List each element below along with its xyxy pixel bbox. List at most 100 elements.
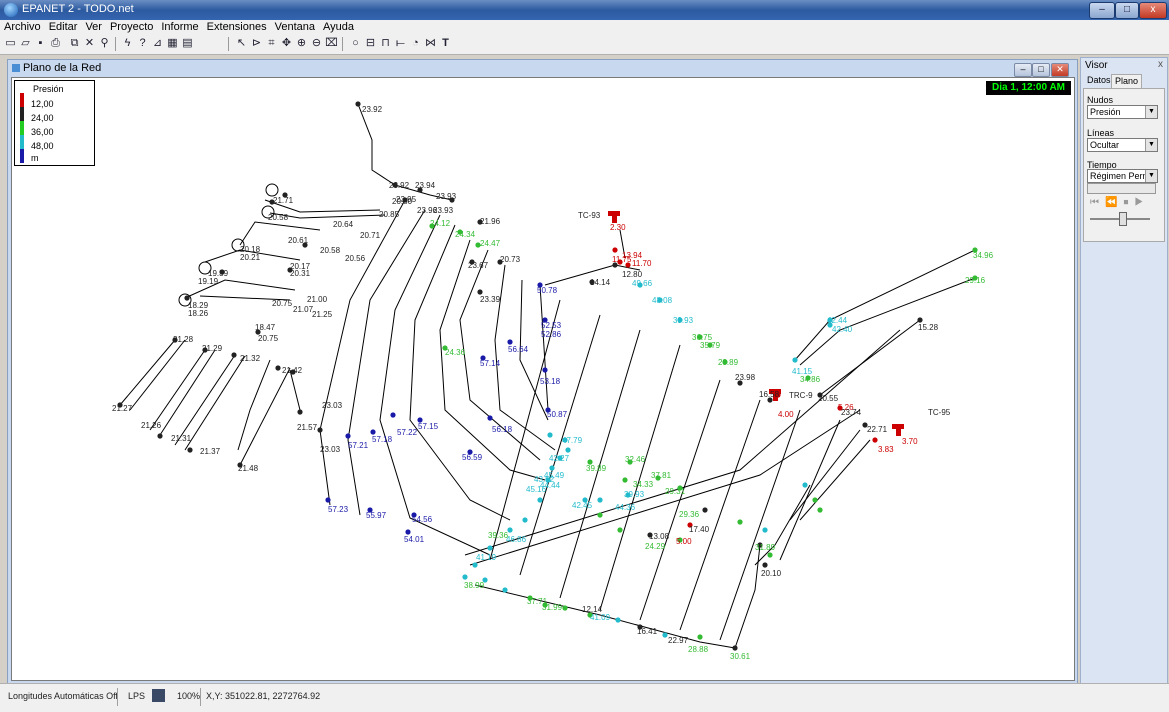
full-extent-icon[interactable]: ⌧ [325, 37, 338, 49]
links-select[interactable]: Ocultar▼ [1087, 138, 1158, 152]
node-label: 54.01 [404, 535, 425, 544]
node-label: 46.86 [506, 535, 527, 544]
map-maximize-button[interactable]: □ [1032, 63, 1050, 77]
animation-controls[interactable]: ⏮⏪⏹▶ [1090, 197, 1150, 208]
node-label: 20.10 [761, 569, 782, 578]
node-label: 20.21 [240, 253, 261, 262]
select-vertex-icon[interactable]: ⊳ [251, 37, 262, 49]
menu-proyecto[interactable]: Proyecto [109, 21, 154, 33]
node-label: 57.21 [348, 441, 369, 450]
junction-node-89 [767, 552, 773, 558]
junction-node-26 [497, 259, 503, 265]
minimize-button[interactable]: – [1089, 2, 1115, 19]
node-label: 14.14 [590, 278, 611, 287]
node-label: 21.48 [238, 464, 259, 473]
node-label: 37.71 [527, 597, 548, 606]
junction-node-52 [637, 282, 643, 288]
add-valve-icon[interactable]: ⋈ [425, 37, 436, 49]
junction-node-14 [290, 369, 296, 375]
menu-ventana[interactable]: Ventana [274, 21, 315, 33]
junction-node-108 [507, 527, 513, 533]
node-label: 13.94 [622, 251, 643, 260]
chevron-down-icon: ▼ [1145, 106, 1157, 118]
junction-node-51 [589, 279, 595, 285]
node-label: 35.79 [700, 341, 721, 350]
node-label: 45.49 [544, 471, 565, 480]
menu-editar[interactable]: Editar [48, 21, 78, 33]
node-label: 20.61 [288, 236, 309, 245]
add-tank-icon[interactable]: ⊓ [381, 37, 390, 49]
speed-slider-thumb[interactable] [1119, 212, 1127, 226]
junction-node-116 [597, 497, 603, 503]
junction-node-107 [487, 545, 493, 551]
pan-icon[interactable]: ✥ [281, 37, 292, 49]
node-label: 39.36 [488, 531, 509, 540]
node-label: 22.71 [867, 425, 888, 434]
graph-icon[interactable]: ⊿ [152, 37, 163, 49]
junction-node-8 [302, 242, 308, 248]
loop-0 [265, 183, 279, 197]
pipe-18 [239, 367, 291, 466]
node-label: 57.14 [480, 359, 501, 368]
print-icon[interactable]: ⎙ [51, 37, 60, 49]
time-scrollbar[interactable] [1087, 183, 1156, 194]
add-label-icon[interactable]: T [442, 37, 449, 49]
menu-ayuda[interactable]: Ayuda [322, 21, 354, 33]
node-label: 39.89 [586, 464, 607, 473]
node-label: 19.39 [208, 269, 229, 278]
table-icon[interactable]: ▦ [167, 37, 178, 49]
zoom-out-icon[interactable]: ⊖ [311, 37, 322, 49]
visor-close-icon[interactable]: x [1158, 59, 1163, 70]
query-icon[interactable]: ? [139, 37, 146, 49]
pressure-legend[interactable]: Presión 12,00 24,00 36,00 48,00 m [14, 80, 95, 166]
links-label: Líneas [1087, 128, 1115, 138]
tab-plano[interactable]: Plano [1111, 74, 1143, 89]
node-label: 20.64 [333, 220, 354, 229]
copy-icon[interactable]: ⧉ [70, 37, 79, 49]
add-pipe-icon[interactable]: ⟝ [395, 37, 406, 49]
find-icon[interactable]: ⚲ [100, 37, 109, 49]
node-label: 57.23 [328, 505, 349, 514]
zoom-in-icon[interactable]: ⊕ [296, 37, 307, 49]
options-icon[interactable]: ▤ [182, 37, 193, 49]
menu-ver[interactable]: Ver [85, 21, 102, 33]
junction-node-12 [255, 329, 261, 335]
save-icon[interactable]: ▪ [38, 37, 43, 49]
new-icon[interactable]: ▭ [5, 37, 16, 49]
nodes-select[interactable]: Presión▼ [1087, 105, 1158, 119]
node-label: 21.27 [112, 404, 133, 413]
node-label: 42.40 [832, 325, 853, 334]
delete-icon[interactable]: ✕ [84, 37, 95, 49]
node-label: 37.81 [651, 471, 672, 480]
pipe-15 [204, 249, 301, 263]
select-region-icon[interactable]: ⌗ [268, 37, 275, 49]
junction-node-11 [184, 295, 190, 301]
add-junction-icon[interactable]: ○ [352, 37, 359, 49]
run-icon[interactable]: ϟ [124, 37, 131, 49]
menu-extensiones[interactable]: Extensiones [206, 21, 267, 33]
junction-node-29 [429, 223, 435, 229]
add-pump-icon[interactable]: ◔ [412, 37, 419, 49]
close-button[interactable]: x [1139, 2, 1167, 19]
node-label: 38.99 [464, 581, 485, 590]
tank-top-2 [892, 424, 904, 429]
junction-node-34 [487, 415, 493, 421]
menu-archivo[interactable]: Archivo [4, 21, 41, 33]
map-close-button[interactable]: ✕ [1051, 63, 1069, 77]
junction-node-70 [805, 375, 811, 381]
add-reservoir-icon[interactable]: ⊟ [365, 37, 376, 49]
select-icon[interactable]: ↖ [236, 37, 247, 49]
loop-3 [198, 261, 212, 275]
legend-level-3: 36,00 [31, 127, 54, 137]
menu-informe[interactable]: Informe [161, 21, 199, 33]
node-label: 28.89 [718, 358, 739, 367]
junction-node-68 [827, 322, 833, 328]
junction-node-21 [237, 462, 243, 468]
maximize-button[interactable]: □ [1115, 2, 1139, 19]
time-select[interactable]: Régimen Perma▼ [1087, 169, 1158, 183]
junction-node-69 [792, 357, 798, 363]
map-minimize-button[interactable]: – [1014, 63, 1032, 77]
open-icon[interactable]: ▱ [21, 37, 30, 49]
tab-datos[interactable]: Datos [1087, 75, 1111, 85]
